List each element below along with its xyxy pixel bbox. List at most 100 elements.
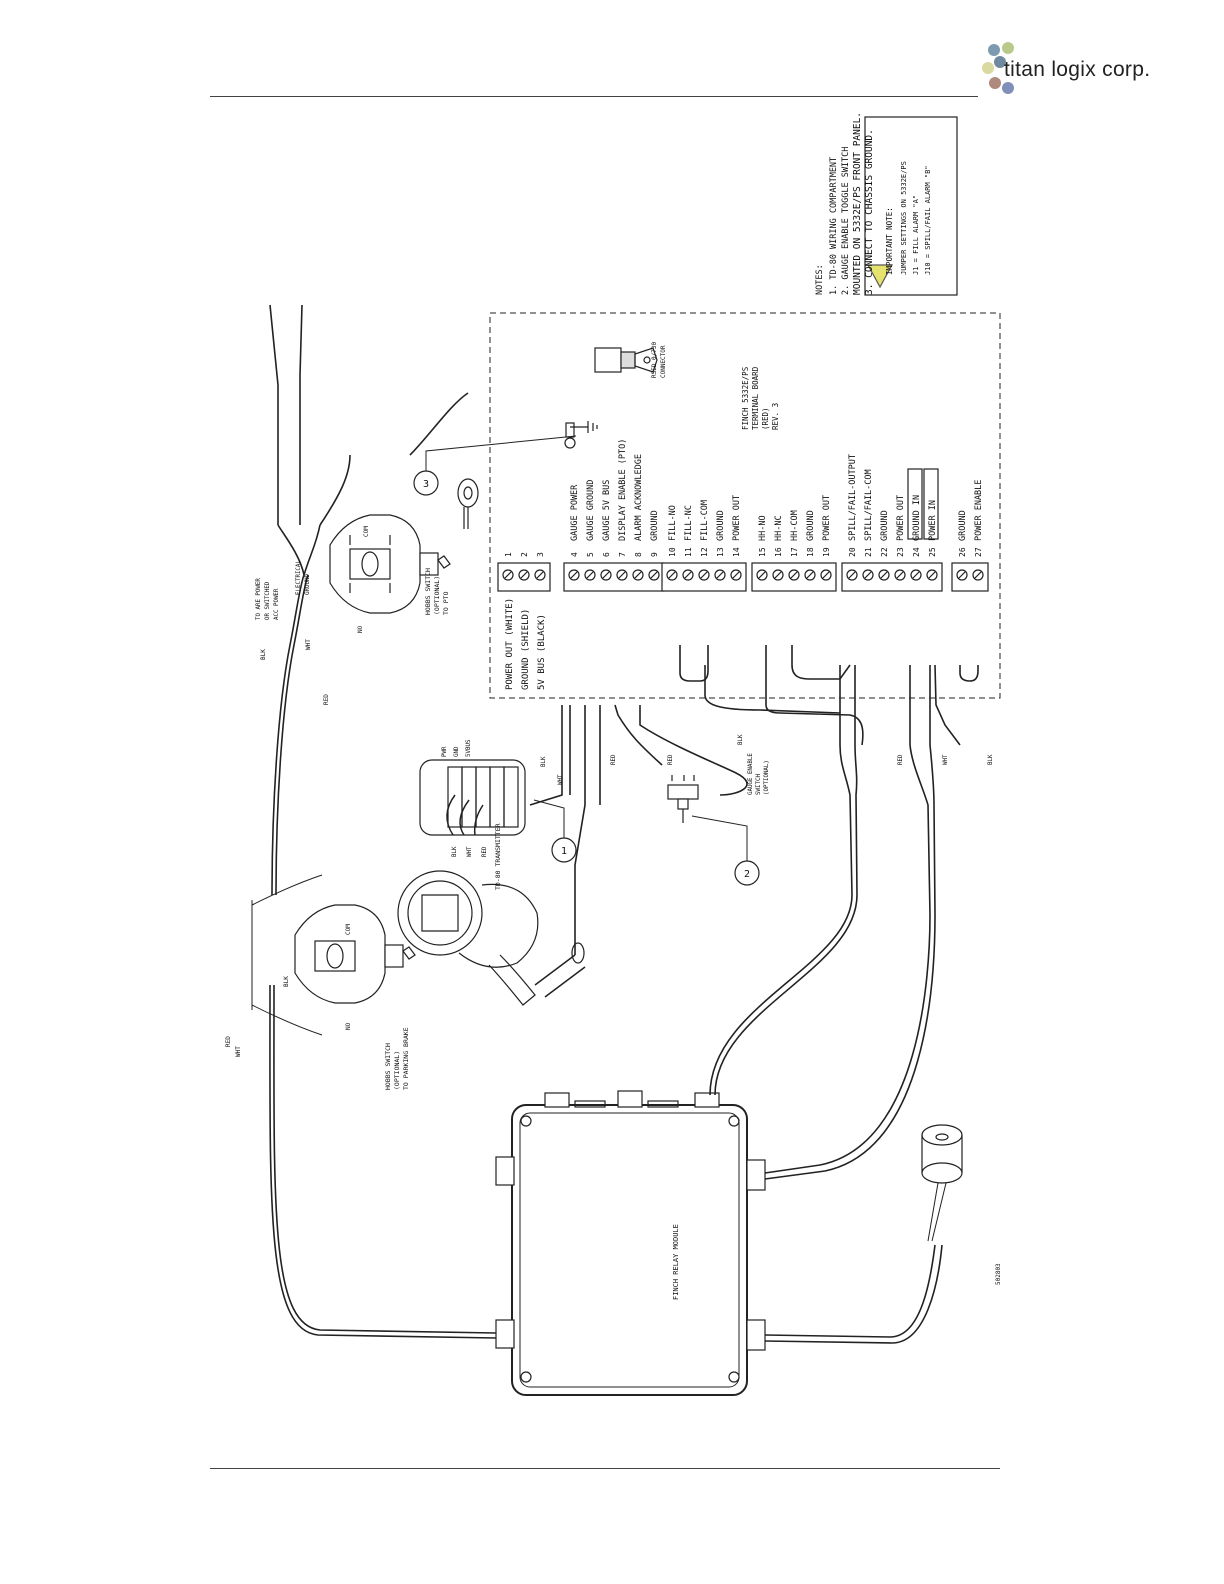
important-note-line: JUMPER SETTINGS ON 5332E/PS <box>900 161 908 275</box>
terminal-screw-slot <box>806 571 814 579</box>
footer-rule <box>210 1468 1000 1469</box>
terminal-number: 1 <box>504 552 513 557</box>
wire-label-blk: BLK <box>283 976 290 987</box>
terminal-number: 26 <box>958 547 967 557</box>
header-rule <box>210 96 978 97</box>
terminal-number: 27 <box>974 547 983 557</box>
connector-label: RSED 0/730 <box>651 341 658 378</box>
terminal-number: 22 <box>880 547 889 557</box>
callout-number: 2 <box>744 869 750 880</box>
hobbs-parking-label: HOBBS SWITCH <box>384 1043 392 1090</box>
terminal-left-label: POWER OUT (WHITE) <box>505 598 515 690</box>
terminal-screw-slot <box>570 571 578 579</box>
terminal-number: 21 <box>864 547 873 557</box>
td80-wire-label: BLK <box>452 846 458 857</box>
terminal-number: 16 <box>774 547 783 557</box>
td80-transmitter-icon <box>397 870 586 1006</box>
hobbs-pto-label: (OPTIONAL) <box>433 576 441 615</box>
terminal-number: 11 <box>684 547 693 557</box>
gauge-switch-wire-blk: BLK <box>738 734 744 745</box>
terminal-label: GAUGE 5V BUS <box>602 480 612 541</box>
terminal-number: 14 <box>732 547 741 557</box>
terminal-screw-slot <box>618 571 626 579</box>
terminal-screw-slot <box>880 571 888 579</box>
note-item: 2. GAUGE ENABLE TOGGLE SWITCH <box>841 147 851 295</box>
terminal-number: 18 <box>806 547 815 557</box>
chassis-ground-icon <box>564 421 598 449</box>
terminal-number: 12 <box>700 547 709 557</box>
hobbs-switch-parking-brake-icon <box>251 874 416 1036</box>
wire-label-wht: WHT <box>305 639 312 650</box>
important-note-box <box>864 116 958 296</box>
terminal-label: FILL-NO <box>668 505 678 541</box>
terminal-number: 4 <box>570 552 579 557</box>
terminal-screw-slot <box>684 571 692 579</box>
terminal-label: ALARM ACKNOWLEDGE <box>634 454 644 541</box>
td80-terminal-label: GND <box>454 746 460 757</box>
important-note-line: J1 = FILL ALARM "A" <box>912 195 920 275</box>
gauge-switch-label: (OPTIONAL) <box>764 760 770 795</box>
terminal-block <box>563 562 665 592</box>
terminal-screw-slot <box>634 571 642 579</box>
terminal-screw-slot <box>716 571 724 579</box>
terminal-label: SPILL/FAIL-COM <box>864 469 874 541</box>
terminal-screw-slot <box>520 571 528 579</box>
terminal-number: 3 <box>536 552 545 557</box>
hobbs-pto-label: TO PTO <box>442 591 450 615</box>
hobbs-parking-label: TO PARKING BRAKE <box>402 1027 410 1090</box>
terminal-screw-slot <box>912 571 920 579</box>
harness-wire-label: WHT <box>943 754 949 765</box>
terminal-label-box <box>907 468 923 540</box>
gauge-switch-label: SWITCH <box>756 774 762 795</box>
terminal-screw-slot <box>732 571 740 579</box>
terminal-screw-slot <box>602 571 610 579</box>
logo-dots-icon <box>980 40 1024 100</box>
terminal-screw-slot <box>700 571 708 579</box>
terminal-label: HH-NC <box>774 515 784 541</box>
hobbs-parking-contact-no: NO <box>345 1022 352 1030</box>
logo-dot <box>1002 82 1014 94</box>
terminal-label: HH-NO <box>758 515 768 541</box>
terminal-screw-slot <box>758 571 766 579</box>
hobbs-parking-label: (OPTIONAL) <box>393 1051 401 1090</box>
warning-triangle-icon <box>866 264 894 289</box>
terminal-label: FILL-NC <box>684 505 694 541</box>
wire-label-red: RED <box>225 1036 232 1047</box>
hobbs-pto-power-label: TO ARE POWER <box>256 578 262 620</box>
terminal-label: GROUND <box>716 510 726 541</box>
td80-wiring-compartment-icon <box>419 759 526 836</box>
hobbs-pto-ground-label: ELECTRICAL <box>296 560 302 595</box>
important-note-line: J10 = SPILL/FAIL ALARM "B" <box>924 165 932 275</box>
harness-wire-label: BLK <box>541 756 547 767</box>
terminal-screw-slot <box>650 571 658 579</box>
logo-dot <box>982 62 994 74</box>
callout-number: 3 <box>423 479 429 490</box>
terminal-number: 2 <box>520 552 529 557</box>
note-item: 3. CONNECT TO CHASSIS GROUND. <box>864 129 875 295</box>
terminal-screw-slot <box>790 571 798 579</box>
terminal-screw-slot <box>536 571 544 579</box>
terminal-label: HH-COM <box>790 510 800 541</box>
terminal-label: GROUND <box>880 510 890 541</box>
gauge-switch-label: GAUGE ENABLE <box>748 753 754 795</box>
terminal-label: GROUND <box>806 510 816 541</box>
wire-label-wht: WHT <box>235 1046 242 1057</box>
note-item: MOUNTED ON 5332E/PS FRONT PANEL. <box>852 112 863 295</box>
terminal-screw-slot <box>774 571 782 579</box>
hobbs-switch-pto-icon <box>329 514 451 614</box>
terminal-label: POWER OUT <box>822 495 832 541</box>
terminal-screw-slot <box>668 571 676 579</box>
harness-wire-label: WHT <box>558 774 564 785</box>
terminal-label: FILL-COM <box>700 500 710 541</box>
note-item: 1. TD-80 WIRING COMPARTMENT <box>829 157 839 295</box>
drawing-number: 502803 <box>995 1263 1002 1285</box>
harness-wire-label: BLK <box>988 754 994 765</box>
terminal-board-outline <box>489 312 1001 699</box>
td80-label: TD-80 TRANSMITTER <box>494 823 502 890</box>
terminal-screw-slot <box>586 571 594 579</box>
hobbs-pto-label: HOBBS SWITCH <box>424 568 432 615</box>
terminal-blocks <box>497 468 989 592</box>
terminal-screw-slot <box>928 571 936 579</box>
important-note-title: IMPORTANT NOTE: <box>885 207 894 275</box>
